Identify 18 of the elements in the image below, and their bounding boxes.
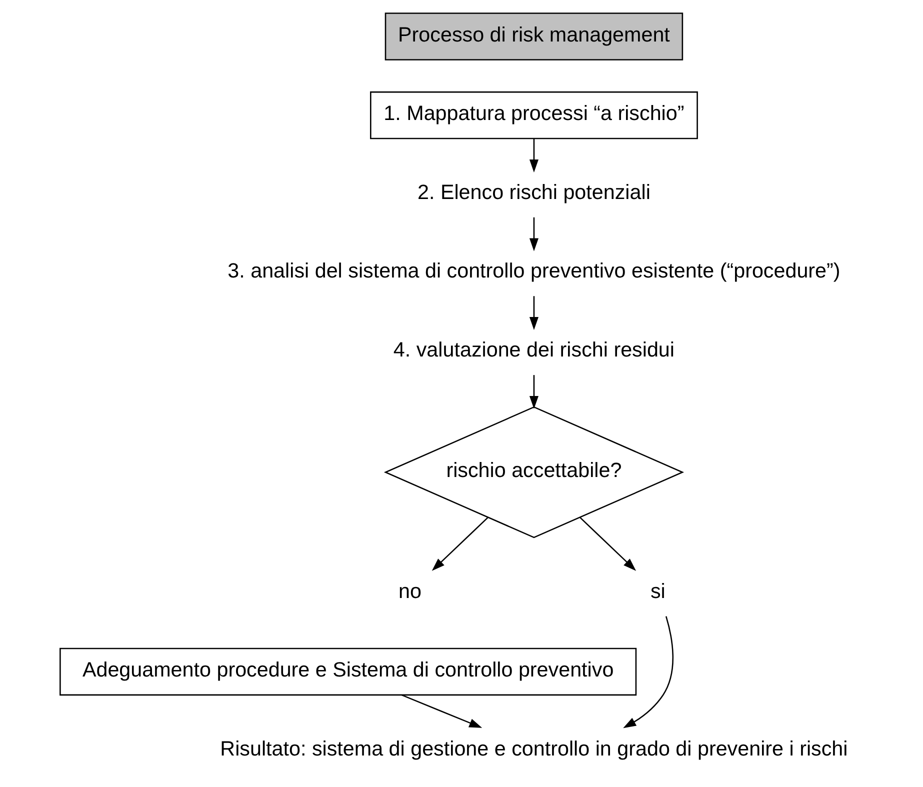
node-text: no xyxy=(398,580,422,603)
node-box: Processo di risk management xyxy=(384,12,683,60)
node-text: 2. Elenco rischi potenziali xyxy=(417,180,650,204)
arrow xyxy=(579,517,636,571)
node-text: Risultato: sistema di gestione e controllo in grado di prevenire i rischi xyxy=(220,737,848,760)
arrow xyxy=(622,616,673,728)
arrow xyxy=(528,375,538,409)
node-box: 1. Mappatura processi “a rischio” xyxy=(370,91,698,140)
arrow xyxy=(528,296,538,330)
arrow xyxy=(401,694,482,728)
node-text: si xyxy=(650,580,665,603)
arrow xyxy=(528,138,538,172)
node-text: 3. analisi del sistema di controllo preventivo esistente (“procedure”) xyxy=(227,260,840,283)
arrow xyxy=(528,217,538,252)
node-box: Adeguamento procedure e Sistema di controllo preventivo xyxy=(59,648,636,696)
node-text: 4. valutazione dei rischi residui xyxy=(392,338,674,362)
arrow xyxy=(431,517,488,571)
node-diamond: rischio accettabile? xyxy=(383,406,684,538)
